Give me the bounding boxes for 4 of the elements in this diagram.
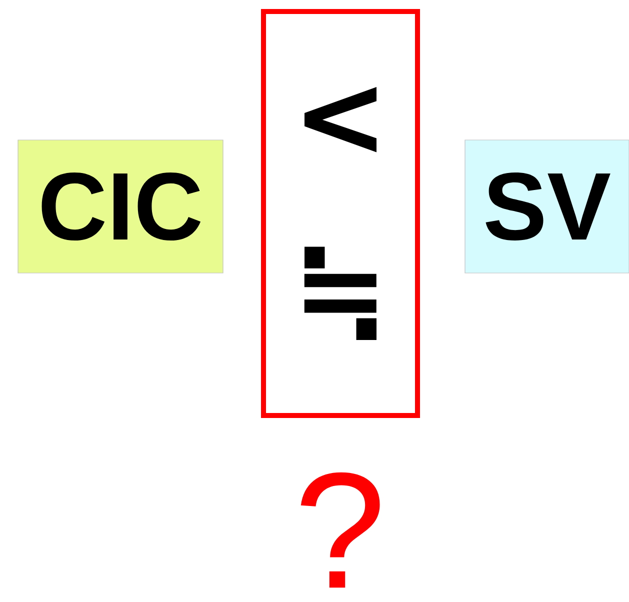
label-box: SV bbox=[464, 140, 629, 274]
label-box: CIC bbox=[18, 140, 224, 274]
question-mark: ? bbox=[300, 472, 380, 588]
comparison-box: < ≒ bbox=[261, 9, 420, 418]
